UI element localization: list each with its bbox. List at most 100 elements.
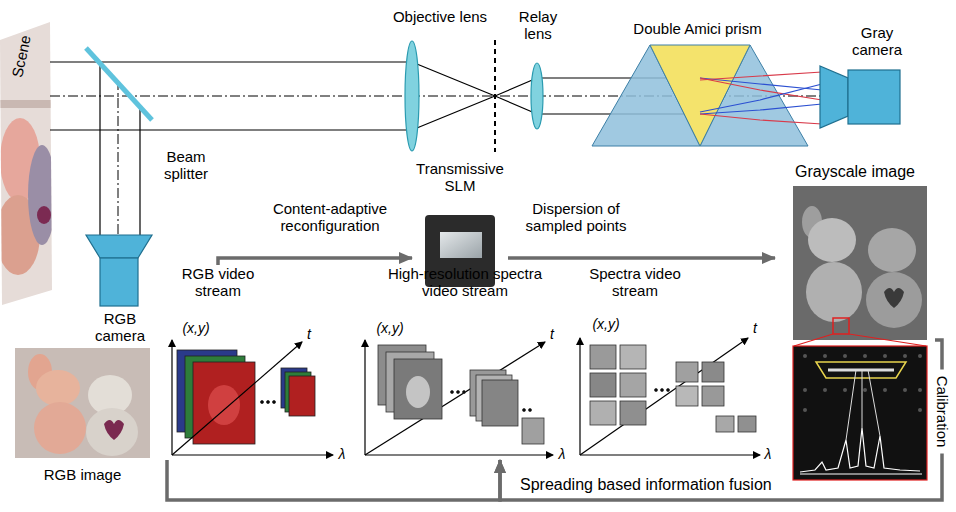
scene-label: Scene [8,34,33,79]
grayscale-photo [793,186,927,340]
spectra-tiles [702,386,724,406]
axis-label: λ [555,446,569,463]
gray-camera [820,66,848,128]
slm-plane [494,40,496,152]
spectra-tiles [738,416,756,432]
spectra-tiles [590,401,616,425]
spectral-frames [482,380,518,426]
light-ray [412,62,537,114]
grayscale-photo [862,370,863,428]
axis-label: (x,y) [586,316,626,333]
spectral-frames [523,409,526,412]
dispersed-ray [700,84,822,112]
grayscale-photo [918,388,922,392]
spectral-frames [529,409,532,412]
relay-lens [531,63,543,129]
grayscale-photo [828,369,894,372]
spectra-tiles [661,389,664,392]
spectral-frames [451,391,454,394]
scene-picture [0,22,56,305]
part-label: Objective lens [375,8,505,25]
gray-camera [820,66,900,128]
rgb-frames [267,401,270,404]
amici-prism [650,45,750,146]
slm-device [440,232,482,258]
flow-arrow [508,256,775,260]
spectra-tiles [590,345,756,432]
grayscale-photo [803,354,807,358]
panel-heading: RGB video stream [178,265,258,299]
axis [580,338,748,455]
figure-panel: RGB video stream [160,265,345,460]
grayscale-photo [833,318,849,334]
grayscale-photo [863,388,867,392]
panel-heading: Grayscale image [775,163,935,181]
figure-panel: Spectra video stream [575,265,765,458]
part-label: Relay lens [508,8,568,42]
flow-arrow [167,460,500,500]
axis [579,338,580,455]
optical-axis [118,80,119,235]
spectra-tiles [590,345,616,369]
rgb-photo [15,348,150,458]
rgb-camera [86,235,152,258]
spectra-tiles [667,389,670,392]
grayscale-photo [808,218,856,262]
dispersed-ray [700,104,822,114]
spectra-tiles [702,362,724,382]
spectra-tiles [655,389,658,392]
edge-label: Spreading based information fusion [520,476,772,494]
grayscale-photo [863,354,867,358]
rgb-photo [104,420,124,440]
grayscale-photo [793,346,927,480]
grayscale-photo [918,354,922,358]
flow-arrow [218,258,412,265]
light-ray [50,62,700,235]
grayscale-photo [866,272,922,328]
spectral-frames [463,391,466,394]
scene-picture [28,145,56,245]
axis [580,454,760,455]
light-ray [139,107,140,235]
rgb-frames [193,362,255,444]
grayscale-photo [823,354,827,358]
spectral-frames [406,376,430,408]
panel-heading: High-resolution spectra video stream [370,265,560,299]
part-label: Beam splitter [155,148,217,182]
light-ray [50,129,412,130]
edge-label: Calibration [934,370,951,454]
rgb-frames [273,401,276,404]
grayscale-photo [843,388,847,392]
axis [171,340,172,455]
figure-panel: Grayscale image [775,163,935,483]
grayscale-photo [806,262,862,322]
part-label: RGB image [25,466,140,483]
grayscale-photo [903,388,907,392]
rgb-camera [86,235,152,306]
grayscale-photo [793,186,927,480]
objective-lens [405,41,419,151]
rgb-frames [261,401,264,404]
axis [365,342,545,455]
light-ray [50,61,412,62]
axis-label: λ [762,446,774,463]
spectral-frames [457,391,460,394]
spectral-frames [522,418,544,444]
edge-label: Dispersion of sampled points [516,200,636,234]
axis [172,454,333,455]
part-label: Double Amici prism [605,20,790,37]
grayscale-photo [800,428,920,472]
gray-camera [848,70,900,124]
light-ray [412,78,537,130]
figure-panel: High-resolution spectra video stream [360,265,570,460]
panel-heading: Transmissive SLM [412,160,508,194]
scene-picture [0,100,52,108]
dispersed-ray [700,114,822,124]
grayscale-photo [794,334,833,346]
axis-label: λ [335,446,349,463]
spectra-tiles [620,401,646,425]
light-ray [99,63,100,235]
dispersed-ray [700,72,822,124]
